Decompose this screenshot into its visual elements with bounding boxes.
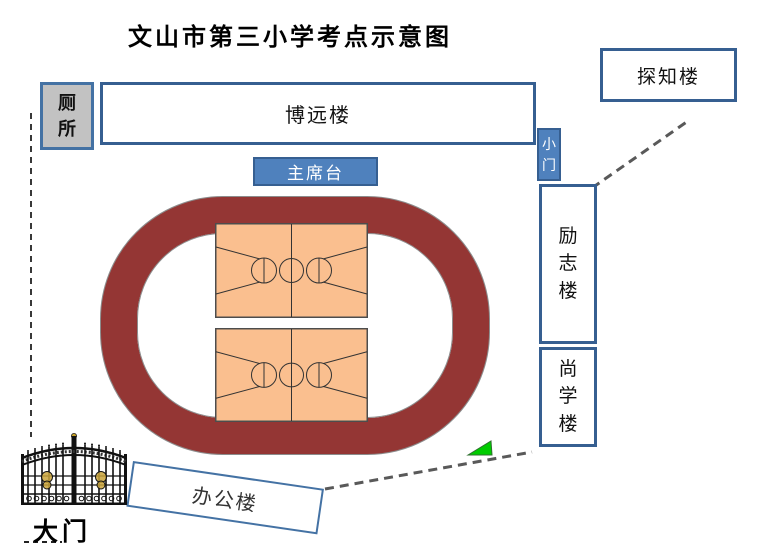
building-toilet: 厕所	[40, 82, 94, 150]
building-shangxue: 尚学楼	[539, 347, 597, 447]
main-gate-icon	[21, 433, 127, 505]
rostrum-label: 主席台	[287, 164, 344, 183]
small-gate: 小门	[537, 128, 561, 181]
office-to-shangxue-dashed-line	[324, 450, 533, 491]
building-boyuan: 博远楼	[100, 82, 536, 145]
building-shangxue-label: 尚学楼	[558, 358, 578, 435]
page-title: 文山市第三小学考点示意图	[128, 24, 452, 51]
building-lizhi-label: 励志楼	[558, 225, 578, 302]
building-toilet-label: 厕所	[58, 92, 76, 139]
basketball-court-lower	[215, 328, 368, 422]
building-tanzhi-label: 探知楼	[636, 66, 700, 88]
main-gate-label: 大门	[33, 518, 92, 546]
small-gate-label: 小门	[542, 136, 556, 173]
building-office-label: 办公楼	[190, 484, 260, 516]
building-tanzhi: 探知楼	[600, 48, 737, 102]
green-flag-marker	[466, 440, 493, 456]
rostrum: 主席台	[253, 157, 378, 186]
basketball-court-upper	[215, 223, 368, 318]
lizhi-to-tanzhi-dashed-line	[591, 119, 689, 190]
building-lizhi: 励志楼	[539, 184, 597, 344]
building-boyuan-label: 博远楼	[285, 105, 351, 127]
